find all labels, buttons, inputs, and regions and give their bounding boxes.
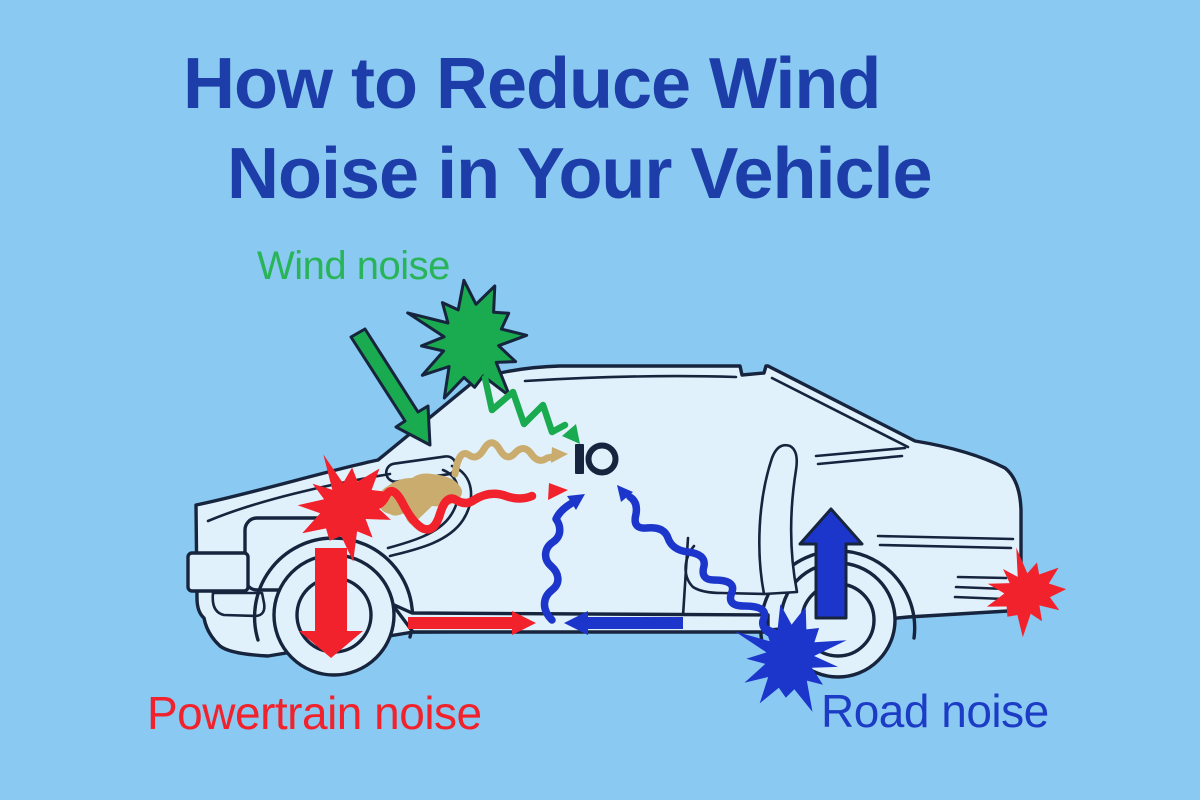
powertrain-noise-label: Powertrain noise	[147, 687, 482, 739]
front-bumper	[186, 551, 250, 593]
trunk-lines	[876, 534, 1015, 550]
parcel-shelf-lines	[814, 446, 907, 466]
listener-ear-icon	[575, 442, 619, 476]
title-line-2: Noise in Your Vehicle	[227, 134, 933, 214]
rear-noise-burst-icon	[986, 547, 1067, 638]
road-noise-wave-center	[540, 494, 585, 624]
road-noise-burst-icon	[734, 604, 847, 712]
roof-inner-line	[523, 374, 738, 383]
powertrain-noise-wave	[343, 483, 568, 534]
underbody-red-arrow-icon	[408, 611, 536, 635]
fender-seam-inner	[386, 468, 460, 550]
road-noise-wave-rear	[617, 485, 784, 642]
wind-noise-label: Wind noise	[257, 244, 450, 288]
fender-seam	[388, 464, 473, 558]
powertrain-down-arrow-icon	[299, 548, 363, 658]
road-noise-up-arrow-icon	[798, 507, 864, 620]
engine-noise-wave	[451, 439, 568, 478]
road-noise-label: Road noise	[821, 685, 1049, 737]
rear-window-line	[770, 376, 910, 449]
driver-seat	[684, 443, 799, 596]
underbody-blue-arrow-icon	[564, 611, 683, 635]
title-line-1: How to Reduce Wind	[183, 44, 881, 124]
engine-blob	[379, 473, 462, 525]
wind-noise-arrow-icon	[349, 327, 432, 447]
wind-noise-wave	[481, 374, 580, 444]
